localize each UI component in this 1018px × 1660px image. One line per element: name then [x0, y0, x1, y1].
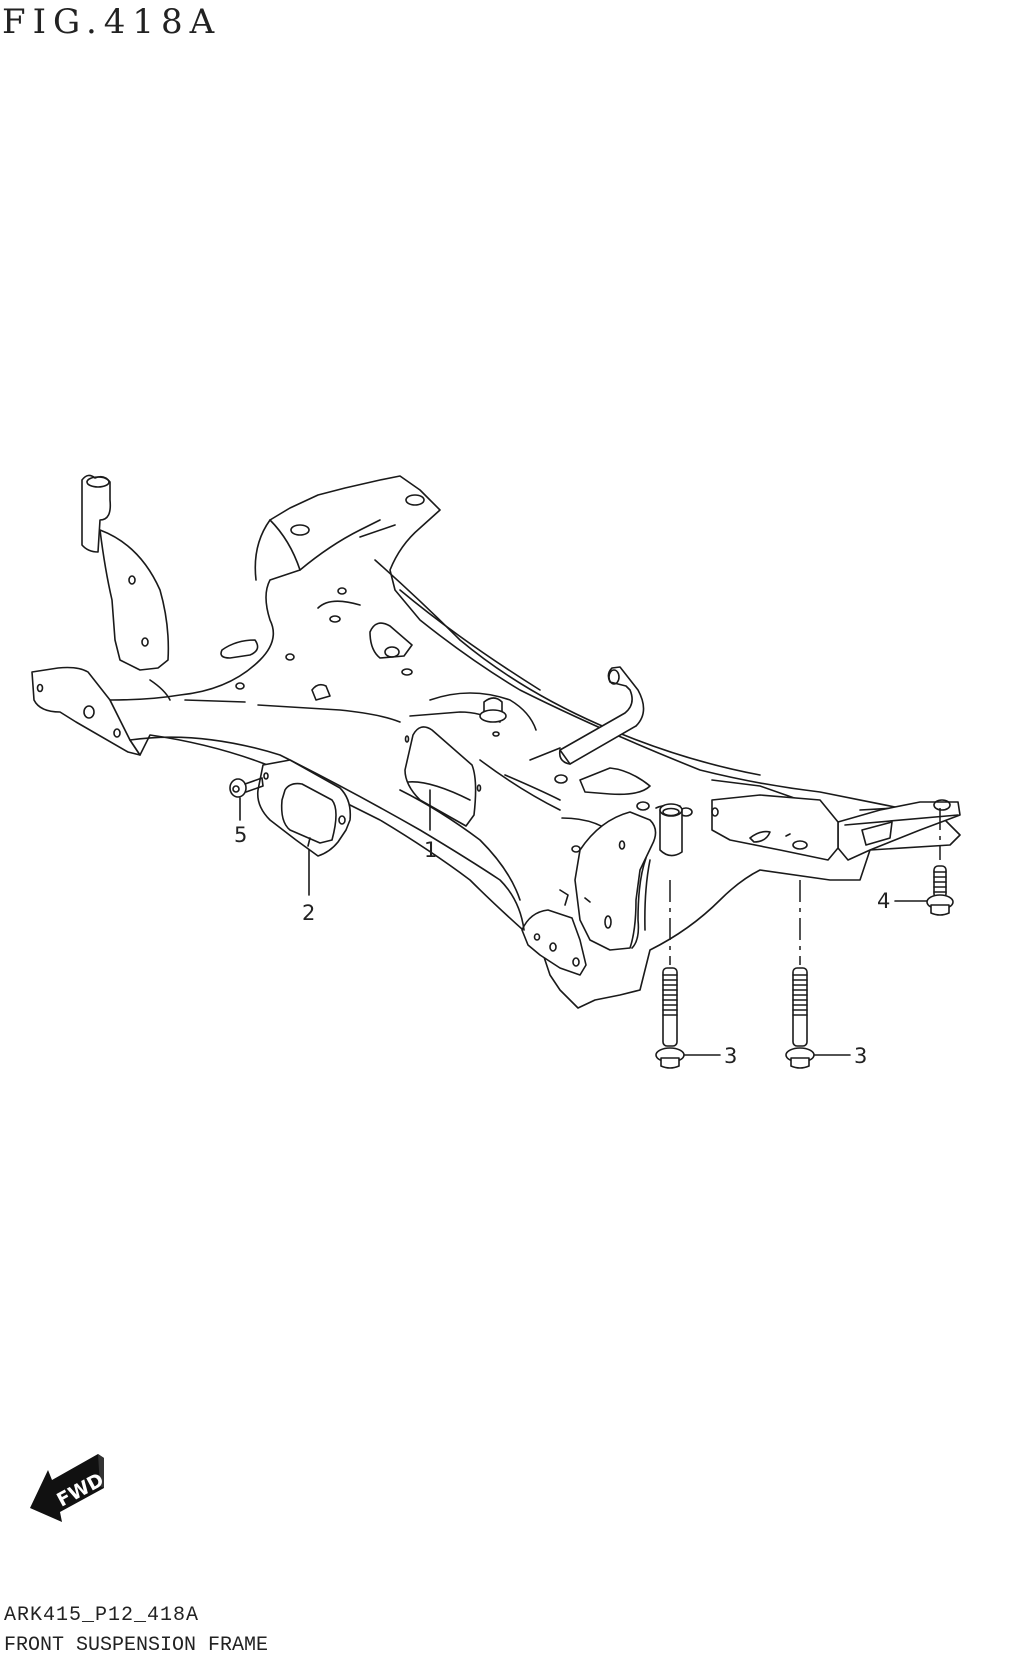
fwd-arrow-icon: FWD [30, 1454, 108, 1522]
figure-title: FIG.418A [2, 2, 222, 42]
figure-code: ARK415_P12_418A [4, 1604, 200, 1627]
cover-plate-part-2[interactable] [256, 759, 352, 857]
callout-1[interactable]: 1 [424, 838, 438, 862]
bolt-part-4[interactable] [926, 865, 954, 916]
clip-part-5[interactable] [229, 777, 264, 798]
callout-2[interactable]: 2 [302, 901, 316, 925]
callout-3-right[interactable]: 3 [854, 1044, 868, 1068]
frame-part-1[interactable] [31, 474, 961, 1009]
bolt-part-3-left[interactable] [655, 967, 685, 1069]
bolt-part-3-right[interactable] [785, 967, 815, 1069]
callout-3-left[interactable]: 3 [724, 1044, 738, 1068]
figure-name: FRONT SUSPENSION FRAME [4, 1634, 269, 1657]
callout-5[interactable]: 5 [234, 823, 248, 847]
callout-4[interactable]: 4 [877, 889, 891, 913]
